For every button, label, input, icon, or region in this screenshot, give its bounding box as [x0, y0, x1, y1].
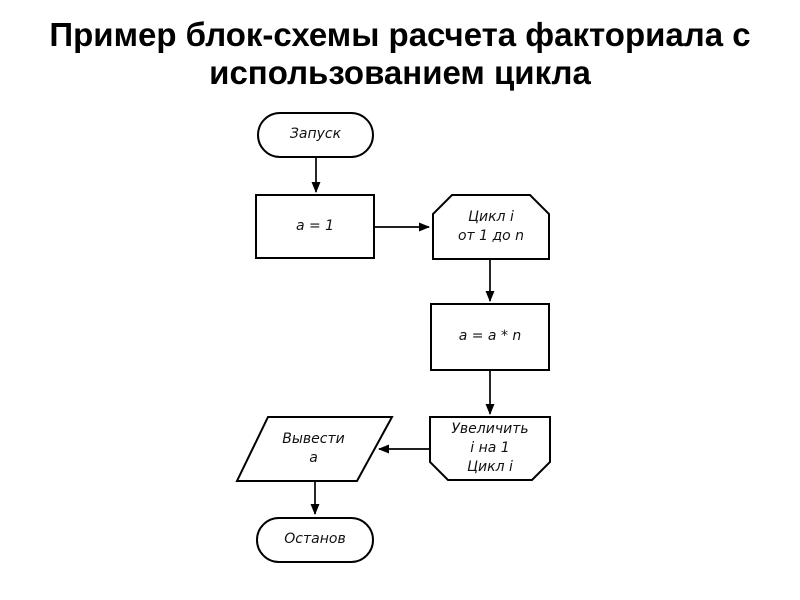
multiply-process-shape	[430, 303, 550, 371]
loop-begin-shape	[432, 194, 550, 260]
start-terminator-shape	[257, 112, 374, 158]
init-process-shape	[255, 194, 375, 259]
stop-terminator-shape	[256, 517, 374, 563]
output-parallelogram-shape	[235, 416, 394, 482]
loop-end-shape	[429, 416, 551, 481]
slide-title: Пример блок-схемы расчета факториала с и…	[49, 16, 751, 92]
